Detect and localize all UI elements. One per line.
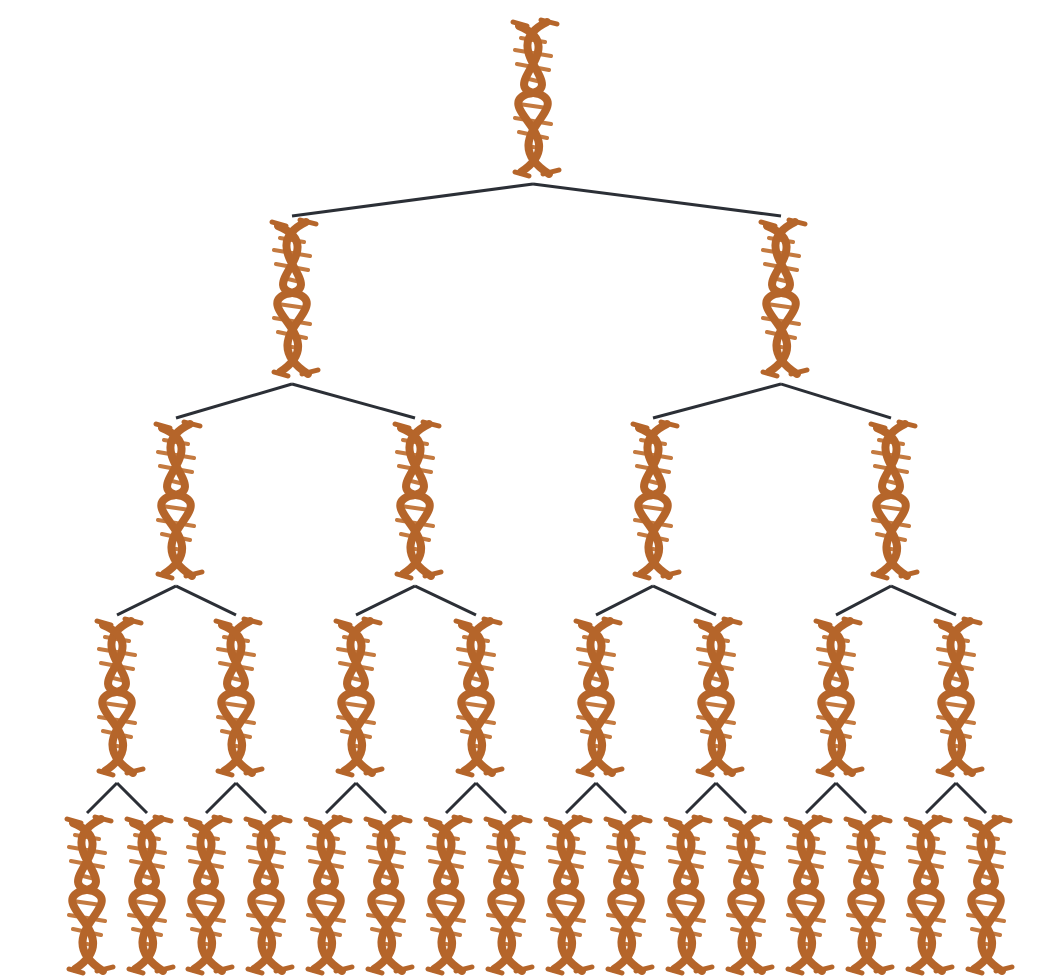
dna-double-helix-icon-g2-2 bbox=[395, 422, 441, 578]
connector-line-g3-2-left bbox=[324, 781, 358, 815]
connector-line-g3-4-right bbox=[594, 781, 628, 815]
connector-line-g3-3-right bbox=[474, 781, 508, 815]
connector-line-g3-6-left bbox=[804, 781, 838, 815]
dna-double-helix-icon-g4-4 bbox=[246, 817, 292, 973]
connector-line-g2-0-left bbox=[116, 584, 177, 617]
dna-double-helix-icon-g3-2 bbox=[216, 619, 262, 775]
dna-double-helix-icon-g4-1 bbox=[67, 817, 113, 973]
dna-double-helix-icon-g1-1 bbox=[272, 220, 318, 376]
dna-double-helix-icon-g3-3 bbox=[336, 619, 382, 775]
dna-double-helix-icon-g0-1 bbox=[513, 20, 559, 176]
connector-line-g3-1-right bbox=[234, 781, 268, 815]
dna-double-helix-icon-g4-5 bbox=[306, 817, 352, 973]
connector-line-g3-5-right bbox=[714, 781, 748, 815]
connector-line-g3-0-right bbox=[115, 781, 149, 815]
dna-double-helix-icon-g4-13 bbox=[786, 817, 832, 973]
connector-line-g0-0-left bbox=[291, 182, 534, 218]
dna-double-helix-icon-g4-9 bbox=[546, 817, 592, 973]
dna-nodes bbox=[67, 20, 1012, 973]
connector-line-g0-0-right bbox=[532, 182, 782, 218]
dna-double-helix-icon-g4-12 bbox=[726, 817, 772, 973]
connector-line-g2-1-right bbox=[414, 584, 477, 617]
connector-line-g1-0-right bbox=[291, 382, 416, 420]
connector-line-g2-3-left bbox=[835, 584, 892, 617]
connector-line-g3-2-right bbox=[354, 781, 388, 815]
connector-lines bbox=[85, 182, 988, 815]
connector-line-g3-5-left bbox=[684, 781, 718, 815]
dna-double-helix-icon-g4-14 bbox=[846, 817, 892, 973]
dna-double-helix-icon-g2-3 bbox=[633, 422, 679, 578]
dna-double-helix-icon-g4-11 bbox=[666, 817, 712, 973]
dna-double-helix-icon-g4-16 bbox=[966, 817, 1012, 973]
dna-double-helix-icon-g3-4 bbox=[456, 619, 502, 775]
connector-line-g2-1-left bbox=[355, 584, 416, 617]
connector-line-g2-3-right bbox=[890, 584, 957, 617]
connector-line-g3-7-left bbox=[924, 781, 958, 815]
dna-double-helix-icon-g4-7 bbox=[426, 817, 472, 973]
dna-double-helix-icon-g4-15 bbox=[906, 817, 952, 973]
connector-line-g2-0-right bbox=[175, 584, 237, 617]
connector-line-g3-4-left bbox=[564, 781, 598, 815]
connector-line-g3-1-left bbox=[204, 781, 238, 815]
connector-line-g2-2-left bbox=[595, 584, 654, 617]
dna-double-helix-icon-g2-4 bbox=[871, 422, 917, 578]
dna-double-helix-icon-g4-10 bbox=[606, 817, 652, 973]
dna-double-helix-icon-g4-6 bbox=[366, 817, 412, 973]
connector-line-g1-1-right bbox=[780, 382, 892, 420]
dna-double-helix-icon-g1-2 bbox=[761, 220, 807, 376]
connector-line-g3-7-right bbox=[954, 781, 988, 815]
dna-double-helix-icon-g3-7 bbox=[816, 619, 862, 775]
dna-double-helix-icon-g4-2 bbox=[127, 817, 173, 973]
connector-line-g3-6-right bbox=[834, 781, 868, 815]
dna-double-helix-icon-g3-5 bbox=[576, 619, 622, 775]
connector-line-g2-2-right bbox=[652, 584, 717, 617]
dna-double-helix-icon-g3-1 bbox=[97, 619, 143, 775]
connector-line-g1-0-left bbox=[175, 382, 293, 420]
connector-line-g3-3-left bbox=[444, 781, 478, 815]
dna-double-helix-icon-g2-1 bbox=[156, 422, 202, 578]
dna-double-helix-icon-g4-8 bbox=[486, 817, 532, 973]
dna-double-helix-icon-g4-3 bbox=[186, 817, 232, 973]
dna-double-helix-icon-g3-6 bbox=[696, 619, 742, 775]
connector-line-g3-0-left bbox=[85, 781, 119, 815]
dna-double-helix-icon-g3-8 bbox=[936, 619, 982, 775]
connector-line-g1-1-left bbox=[652, 382, 782, 420]
